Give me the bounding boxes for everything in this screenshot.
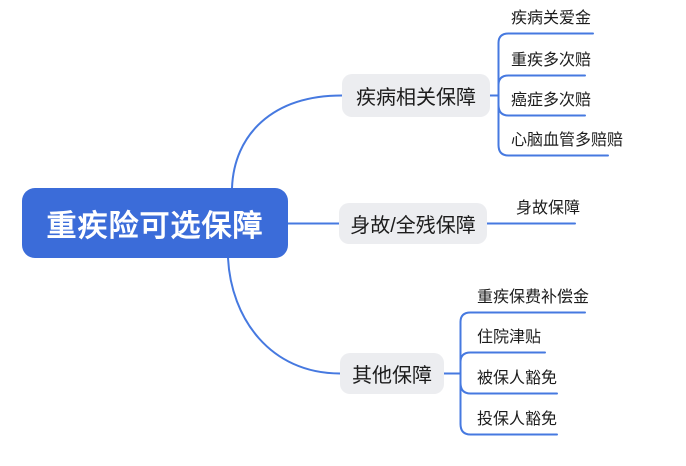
root-node[interactable]: 重疾险可选保障 — [22, 188, 288, 258]
leaf-node-premium-compensation[interactable]: 重疾保费补偿金 — [477, 289, 590, 306]
leaf-node-insured-waiver[interactable]: 被保人豁免 — [477, 370, 558, 387]
connector-root-other — [227, 257, 341, 375]
leaf-node-disease-care-fund[interactable]: 疾病关爱金 — [511, 10, 592, 27]
branch-node-disease-related[interactable]: 疾病相关保障 — [342, 74, 490, 117]
connector-disease-child-3 — [497, 94, 609, 157]
connector-other-child-1 — [459, 351, 546, 375]
leaf-node-death-coverage[interactable]: 身故保障 — [516, 200, 581, 217]
connector-disease-child-1 — [497, 74, 586, 97]
connector-other-child-0 — [443, 311, 586, 375]
leaf-node-cardiovascular-multiple-payout[interactable]: 心脑血管多赔赔 — [511, 132, 624, 149]
leaf-node-policyholder-waiver[interactable]: 投保人豁免 — [477, 411, 558, 428]
leaf-node-multiple-critical-illness-payout[interactable]: 重疾多次赔 — [511, 52, 592, 69]
connector-root-disease — [231, 94, 343, 189]
leaf-node-hospital-allowance[interactable]: 住院津贴 — [477, 329, 542, 346]
connector-disease-child-0 — [489, 32, 594, 97]
connector-other-child-3 — [459, 372, 558, 436]
branch-node-other[interactable]: 其他保障 — [340, 353, 444, 394]
branch-node-death-disability[interactable]: 身故/全残保障 — [339, 203, 487, 244]
leaf-node-multiple-cancer-payout[interactable]: 癌症多次赔 — [511, 92, 592, 109]
connector-group — [227, 32, 609, 436]
